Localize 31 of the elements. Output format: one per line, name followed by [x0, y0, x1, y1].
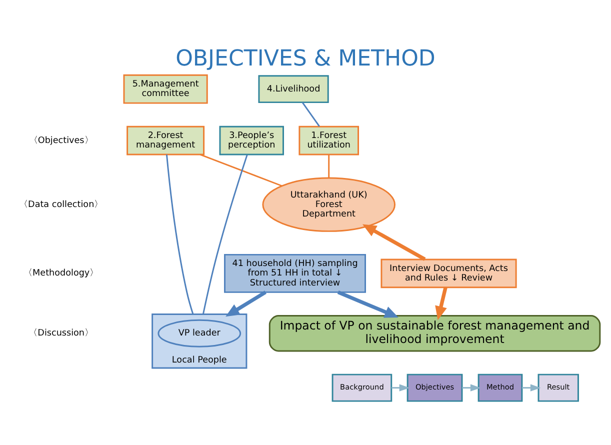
node-box: 1.Forest utilization [298, 125, 360, 155]
node-ellipse: VP leader [158, 318, 242, 347]
arrow [226, 290, 266, 316]
arrow [522, 384, 541, 391]
label: 〈Data collection〉 [19, 199, 104, 210]
node-box: Method [478, 373, 523, 402]
connector [202, 154, 248, 314]
diagram-title: OBJECTIVES & METHOD [176, 46, 436, 72]
arrow [337, 290, 398, 318]
node-box: 2.Forest management [126, 125, 205, 155]
connector [302, 102, 320, 126]
node-ellipse: Uttarakhand (UK) Forest Department [262, 176, 396, 232]
label: 〈Discussion〉 [28, 328, 94, 338]
node-box: 5.Management committee [123, 74, 208, 104]
node-box: Interview Documents, Acts and Rules ↓ Review [380, 258, 517, 288]
connector [166, 154, 194, 314]
label: 〈Methodology〉 [24, 268, 99, 278]
connector [328, 154, 330, 178]
node-box: Result [538, 373, 579, 402]
node-box: Objectives [406, 373, 463, 402]
arrow [362, 224, 426, 260]
arrow [462, 384, 481, 391]
node-box: 3.People’s perception [219, 125, 284, 155]
node-box: 4.Livelihood [258, 74, 329, 103]
node-box: Background [332, 373, 392, 402]
arrow [435, 286, 448, 320]
arrow [392, 384, 410, 391]
node-box: 41 household (HH) sampling from 51 HH in total ↓ Structured interview [224, 253, 366, 292]
connector [200, 153, 282, 186]
label: 〈Objectives〉 [28, 135, 94, 146]
node-box: Impact of VP on sustainable forest management and livelihood improvement [268, 314, 601, 352]
